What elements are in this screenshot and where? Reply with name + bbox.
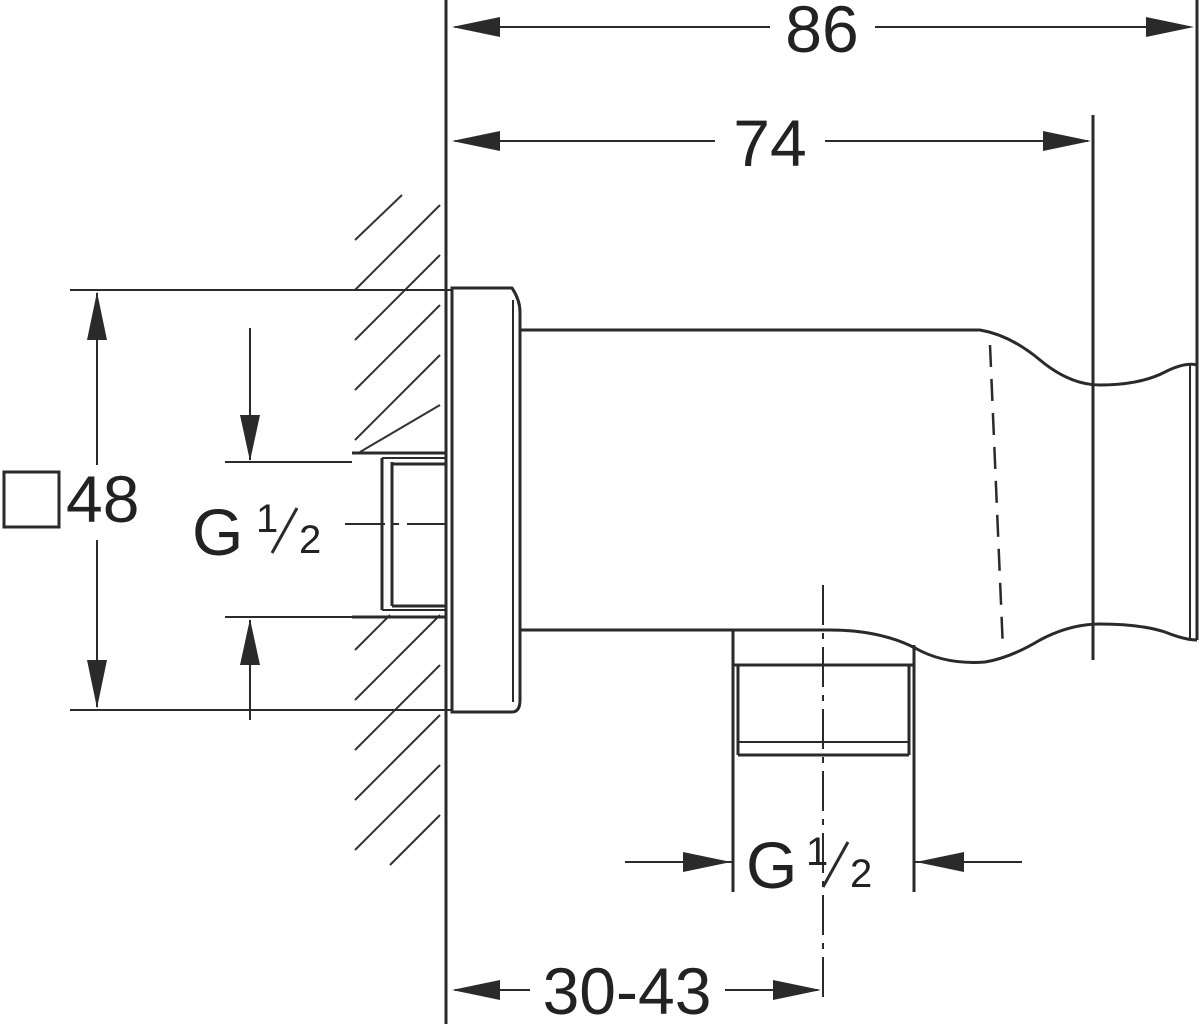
arrowhead bbox=[1146, 17, 1194, 37]
arrowhead bbox=[452, 131, 500, 151]
square-symbol-icon bbox=[2, 470, 61, 529]
arrowhead bbox=[240, 619, 260, 665]
inlet-thread-outline bbox=[352, 451, 446, 619]
arrowhead bbox=[87, 660, 107, 708]
dimension-outlet-offset: 30-43 bbox=[452, 954, 821, 1024]
body-upper-contour bbox=[520, 328, 1198, 387]
outlet-offset-label: 30-43 bbox=[543, 954, 712, 1024]
dimension-inlet-thread: G 1 2 bbox=[192, 328, 352, 720]
inlet-thread-denominator: 2 bbox=[299, 518, 321, 562]
wall-flange bbox=[450, 286, 522, 714]
outlet-thread-denominator: 2 bbox=[850, 852, 872, 896]
inlet-thread-numerator: 1 bbox=[256, 497, 278, 541]
arrowhead bbox=[773, 980, 821, 1000]
dimension-body-length: 74 bbox=[452, 106, 1095, 660]
body-length-label: 74 bbox=[733, 106, 806, 180]
fraction-slash bbox=[821, 841, 850, 888]
arrowhead bbox=[452, 17, 500, 37]
arrowhead bbox=[683, 852, 731, 872]
arrowhead bbox=[240, 415, 260, 461]
arrowhead bbox=[87, 292, 107, 340]
overall-length-label: 86 bbox=[785, 0, 858, 66]
arrowhead bbox=[916, 852, 964, 872]
outlet-thread-numerator: 1 bbox=[806, 830, 828, 874]
fraction-slash bbox=[270, 507, 299, 554]
square-size-label: 48 bbox=[66, 462, 139, 536]
outlet-nozzle bbox=[731, 585, 916, 1000]
wall-hatching bbox=[354, 194, 441, 866]
fitting-body bbox=[450, 286, 1199, 1000]
inlet-thread-prefix: G bbox=[192, 495, 243, 569]
outlet-thread-prefix: G bbox=[746, 828, 797, 902]
hidden-edge bbox=[988, 344, 1005, 651]
dimension-overall-length: 86 bbox=[452, 0, 1199, 365]
wall-section bbox=[345, 0, 452, 1024]
arrowhead bbox=[1043, 131, 1091, 151]
body-lower-contour bbox=[520, 622, 1198, 664]
dimension-outlet-thread: G 1 2 bbox=[625, 828, 1022, 902]
dimension-square-size: 48 bbox=[2, 289, 452, 711]
arrowhead bbox=[452, 980, 500, 1000]
